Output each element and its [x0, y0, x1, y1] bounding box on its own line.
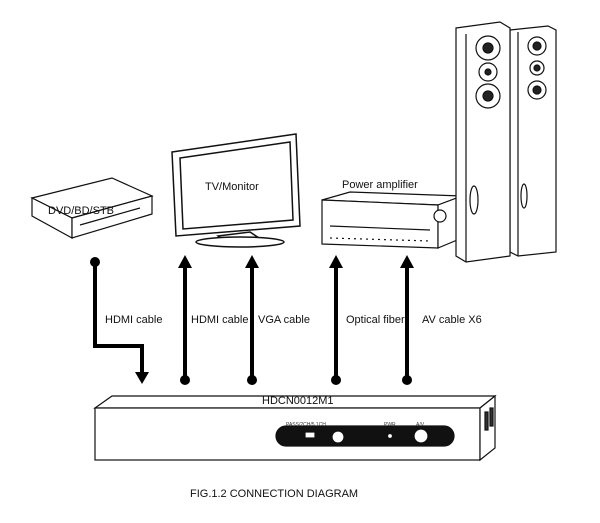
panel-power-label: PWR	[384, 422, 396, 428]
unit-model-label: HDCN0012M1	[262, 395, 334, 407]
cable-lines	[93, 262, 409, 380]
hdcn-unit	[93, 394, 497, 462]
cable-label-optical: Optical fiber	[346, 314, 405, 326]
dvd-label: DVD/BD/STB	[48, 205, 114, 217]
power-amplifier	[321, 191, 463, 249]
panel-av-label: A/V	[416, 422, 425, 428]
cable-label-vga: VGA cable	[258, 314, 310, 326]
figure-caption: FIG.1.2 CONNECTION DIAGRAM	[190, 488, 358, 500]
tv-monitor	[171, 133, 301, 248]
cable-label-tv-hdmi: HDMI cable	[191, 314, 248, 326]
tv-label: TV/Monitor	[205, 181, 259, 193]
dvd-player	[30, 177, 154, 240]
cable-label-source-hdmi: HDMI cable	[105, 314, 162, 326]
panel-mode-label: PASS/2CH/5.1CH	[286, 422, 326, 428]
cable-label-av: AV cable X6	[422, 314, 482, 326]
amplifier-label: Power amplifier	[342, 179, 418, 191]
cable-endpoints	[90, 255, 414, 385]
speakers	[455, 21, 557, 263]
